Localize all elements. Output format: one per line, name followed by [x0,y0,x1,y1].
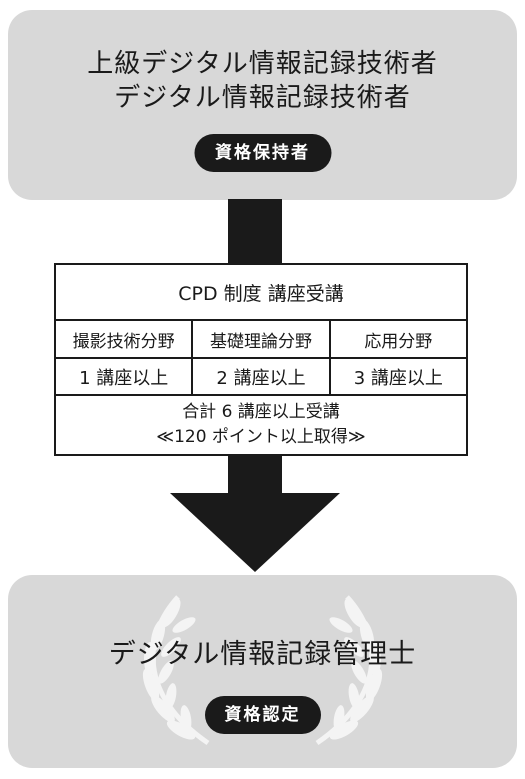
advanced-technician-title: 上級デジタル情報記録技術者 [87,49,438,79]
certification-badge: 資格認定 [204,696,321,734]
count-applied: 3 講座以上 [328,359,466,394]
total-row: 合計 6 講座以上受講 ≪120 ポイント以上取得≫ [56,396,466,454]
arrow-down-icon [170,455,340,572]
holder-panel: 上級デジタル情報記録技術者 デジタル情報記録技術者 資格保持者 [8,10,517,200]
records-manager-title: デジタル情報記録管理士 [108,639,417,670]
total-points: ≪120 ポイント以上取得≫ [156,427,366,447]
cpd-table: CPD 制度 講座受講 撮影技術分野 基礎理論分野 応用分野 1 講座以上 2 … [54,263,468,456]
field-applied: 応用分野 [328,321,466,357]
field-row: 撮影技術分野 基礎理論分野 応用分野 [56,321,466,359]
cpd-header-row: CPD 制度 講座受講 [56,265,466,321]
count-row: 1 講座以上 2 講座以上 3 講座以上 [56,359,466,396]
holder-badge: 資格保持者 [194,134,331,172]
total-courses: 合計 6 講座以上受講 [182,402,340,422]
cpd-header: CPD 制度 講座受講 [178,282,344,305]
arrow-stem [228,199,282,265]
certification-panel: デジタル情報記録管理士 資格認定 [8,575,517,768]
laurel-wreath-icon [142,595,383,746]
count-photography: 1 講座以上 [79,367,169,389]
technician-title: デジタル情報記録技術者 [114,83,411,113]
count-fundamentals: 2 講座以上 [191,359,328,394]
field-fundamentals: 基礎理論分野 [191,321,328,357]
field-photography: 撮影技術分野 [72,331,175,352]
